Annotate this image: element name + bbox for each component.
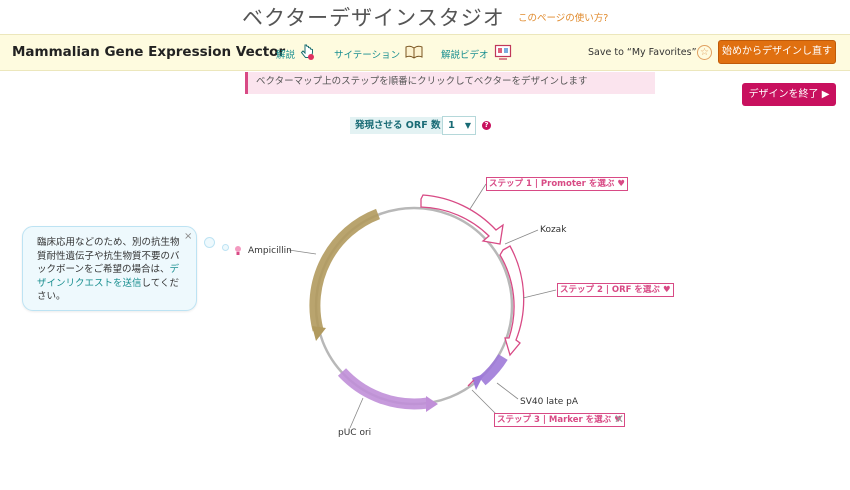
remove-marker-icon[interactable]: ✕ <box>614 412 625 426</box>
video-screen-icon[interactable] <box>494 43 512 61</box>
ampicillin-feature[interactable] <box>309 208 381 332</box>
orf-help-icon[interactable]: ? <box>482 121 491 130</box>
toolbar: Mammalian Gene Expression Vector 解説 サイテー… <box>0 34 850 71</box>
puc-leader-line <box>349 397 364 429</box>
citation-link[interactable]: サイテーション <box>334 50 401 61</box>
marker-leader-line <box>471 389 499 417</box>
bubble-dot <box>222 244 229 251</box>
bubble-dot <box>204 237 215 248</box>
bubble-close-icon[interactable]: × <box>184 231 193 242</box>
help-link[interactable]: このページの使い方? <box>518 13 609 24</box>
orf-count-label: 発現させる ORF 数 <box>350 117 446 134</box>
vector-name: Mammalian Gene Expression Vector <box>12 44 286 60</box>
title-row: ベクターデザインスタジオ このページの使い方? <box>0 0 850 32</box>
promoter-slot[interactable] <box>420 194 504 245</box>
explain-link[interactable]: 解説 <box>276 50 296 61</box>
hand-pointer-icon[interactable] <box>298 43 316 61</box>
finish-design-button[interactable]: デザインを終了 ▶ <box>742 83 836 106</box>
restart-design-button[interactable]: 始めからデザインし直す <box>718 40 836 64</box>
sv40-feature[interactable] <box>478 353 508 386</box>
puc-ori-label: pUC ori <box>338 428 372 438</box>
bubble-text-before: 臨床応用などのため、別の抗生物質耐性遺伝子や抗生物質不要のバックボーンをご希望の… <box>37 237 180 275</box>
favorites-label: Save to “My Favorites” <box>588 47 697 58</box>
video-link[interactable]: 解説ビデオ <box>441 50 489 61</box>
ampicillin-leader-line <box>288 249 317 255</box>
kozak-leader-line <box>504 229 539 245</box>
ampicillin-label: Ampicillin <box>248 246 292 256</box>
step-2-orf-button[interactable]: ステップ 2 | ORF を選ぶ ♥ <box>557 283 674 297</box>
ampicillin-arrow <box>312 326 326 341</box>
orf-count-select[interactable]: 1 ▼ <box>442 116 476 135</box>
orf-count-value: 1 <box>448 120 455 131</box>
marker-slot[interactable] <box>467 379 475 387</box>
design-request-link[interactable]: デザインリクエストを送信 <box>37 264 180 289</box>
caret-down-icon: ▼ <box>464 121 471 130</box>
page-title: ベクターデザインスタジオ <box>242 6 505 30</box>
orf-slot[interactable] <box>499 245 525 357</box>
puc-ori-arrow <box>426 396 438 412</box>
step-3-marker-button[interactable]: ステップ 3 | Marker を選ぶ ♥ <box>494 413 625 427</box>
bubble-text-after: してください。 <box>37 277 179 303</box>
sv40-arrow <box>472 374 484 390</box>
sv40-leader-line <box>496 382 519 400</box>
lightbulb-icon <box>235 246 241 255</box>
instruction-banner: ベクターマップ上のステップを順番にクリックしてベクターをデザインします <box>245 72 655 94</box>
orf-leader-line <box>522 289 557 299</box>
kozak-label: Kozak <box>540 225 567 235</box>
info-bubble: 臨床応用などのため、別の抗生物質耐性遺伝子や抗生物質不要のバックボーンをご希望の… <box>22 226 197 311</box>
star-icon[interactable]: ☆ <box>697 45 712 60</box>
puc-ori-feature[interactable] <box>337 368 429 410</box>
sv40-label: SV40 late pA <box>520 397 578 407</box>
step-1-promoter-button[interactable]: ステップ 1 | Promoter を選ぶ ♥ <box>486 177 628 191</box>
open-book-icon[interactable] <box>405 43 423 61</box>
promoter-leader-line <box>469 183 487 210</box>
